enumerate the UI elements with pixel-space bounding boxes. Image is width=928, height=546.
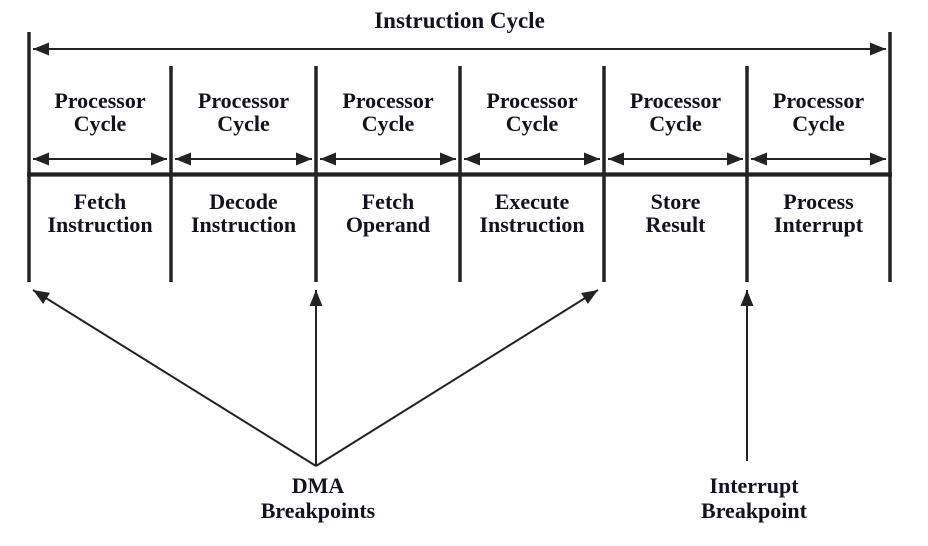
stage-label-fetch-instruction-line1: Fetch: [73, 189, 127, 214]
processor-cycle-label-3: Processor Cycle: [316, 89, 460, 135]
stage-label-store-result-line2: Result: [645, 212, 706, 237]
stage-label-execute-instruction-line1: Execute: [494, 189, 570, 214]
processor-cycle-label-1-line2: Cycle: [73, 111, 127, 136]
dma-breakpoints-label: DMA Breakpoints: [238, 473, 398, 523]
interrupt-breakpoint-label: Interrupt Breakpoint: [674, 473, 834, 523]
stage-label-decode-instruction-line2: Instruction: [190, 212, 297, 237]
processor-cycle-label-6: Processor Cycle: [747, 89, 890, 135]
stage-label-process-interrupt-line1: Process: [783, 189, 854, 214]
stage-label-execute-instruction: Execute Instruction: [460, 190, 604, 236]
stage-label-fetch-operand-line1: Fetch: [361, 189, 415, 214]
stage-label-fetch-operand: Fetch Operand: [316, 190, 460, 236]
processor-cycle-label-4-line1: Processor: [486, 88, 578, 113]
interrupt-breakpoint-label-line1: Interrupt: [709, 473, 799, 498]
stage-label-decode-instruction: Decode Instruction: [171, 190, 316, 236]
stage-label-execute-instruction-line2: Instruction: [479, 212, 585, 237]
stage-label-fetch-instruction-line2: Instruction: [47, 212, 153, 237]
stage-label-decode-instruction-line1: Decode: [209, 189, 278, 214]
dma-arrow-right: [315, 289, 599, 467]
dma-arrow-left: [32, 289, 317, 467]
processor-cycle-label-6-line1: Processor: [772, 88, 865, 113]
processor-cycle-label-6-line2: Cycle: [792, 111, 845, 136]
dma-breakpoints-label-line1: DMA: [291, 473, 345, 498]
stage-label-fetch-operand-line2: Operand: [345, 212, 431, 237]
interrupt-breakpoint-label-line2: Breakpoint: [701, 498, 807, 523]
processor-cycle-label-5-line1: Processor: [629, 88, 722, 113]
stage-label-store-result: Store Result: [604, 190, 747, 236]
processor-cycle-label-2-line1: Processor: [197, 88, 290, 113]
processor-cycle-label-1: Processor Cycle: [29, 89, 171, 135]
processor-cycle-label-5: Processor Cycle: [604, 89, 747, 135]
stage-label-store-result-line1: Store: [650, 189, 701, 214]
processor-cycle-label-4-line2: Cycle: [505, 111, 559, 136]
processor-cycle-label-4: Processor Cycle: [460, 89, 604, 135]
processor-cycle-label-5-line2: Cycle: [649, 111, 702, 136]
processor-cycle-label-3-line1: Processor: [342, 88, 434, 113]
processor-cycle-label-3-line2: Cycle: [361, 111, 415, 136]
dma-breakpoints-label-line2: Breakpoints: [260, 498, 376, 523]
processor-cycle-label-2: Processor Cycle: [171, 89, 316, 135]
processor-cycle-label-1-line1: Processor: [54, 88, 146, 113]
stage-label-fetch-instruction: Fetch Instruction: [29, 190, 171, 236]
processor-cycle-label-2-line2: Cycle: [217, 111, 270, 136]
stage-label-process-interrupt-line2: Interrupt: [773, 212, 864, 237]
diagram-title: Instruction Cycle: [374, 8, 545, 33]
stage-label-process-interrupt: Process Interrupt: [747, 190, 890, 236]
